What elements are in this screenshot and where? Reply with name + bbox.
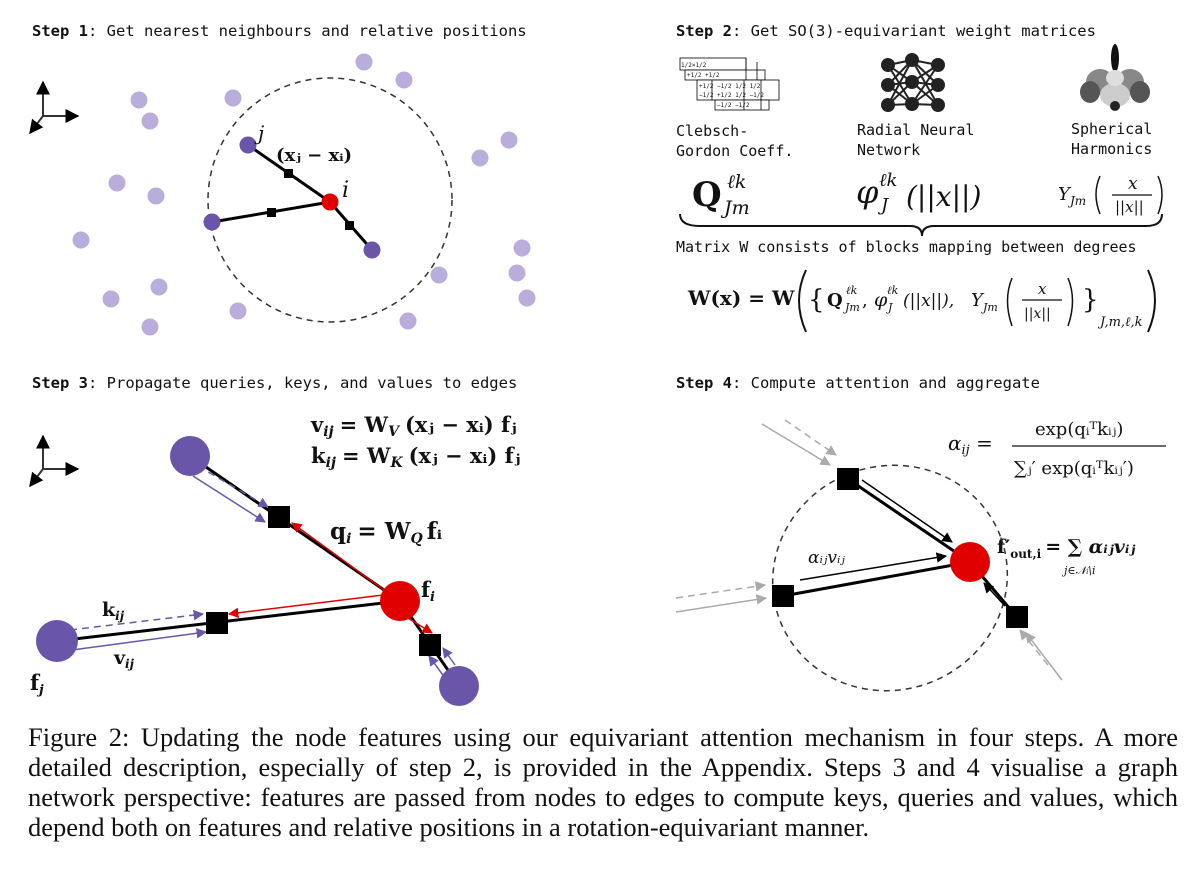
panel-step4: Step 4: Compute attention and aggregate … <box>675 374 1166 692</box>
svg-text:+1/2 +1/2: +1/2 +1/2 <box>687 72 720 79</box>
svg-text:−1/2 +1/2 1/2 −1/2: −1/2 +1/2 1/2 −1/2 <box>699 92 764 99</box>
message-arrows <box>69 465 456 679</box>
background-nodes <box>72 53 536 336</box>
spherical-harmonics-icon <box>1080 44 1150 111</box>
svg-text:αij =: αij = <box>948 431 993 458</box>
svg-text:Q: Q <box>692 175 722 215</box>
svg-text:J: J <box>877 195 890 216</box>
clebsch-gordon-table-values: 1/2×1/2 +1/2 +1/2 +1/2 −1/2 1/2 1/2 −1/2… <box>681 62 764 109</box>
svg-text:vij= WV(xⱼ − xᵢ) fⱼ: vij= WV(xⱼ − xᵢ) fⱼ <box>310 412 517 440</box>
svg-text:Y: Y <box>971 290 985 311</box>
attention-formula: αij = exp(qᵢᵀkᵢⱼ) ∑ⱼ′ exp(qᵢᵀkᵢⱼ′) <box>948 419 1166 479</box>
blocks-description: Matrix W consists of blocks mapping betw… <box>676 238 1137 256</box>
svg-text:exp(qᵢᵀkᵢⱼ): exp(qᵢᵀkᵢⱼ) <box>1035 419 1123 440</box>
svg-text:ℓk: ℓk <box>879 170 897 191</box>
panel-step2: Step 2: Get SO(3)-equivariant weight mat… <box>676 22 1163 333</box>
label-fi: fi <box>421 577 435 605</box>
node-i <box>321 193 339 211</box>
label-relative-position: (xⱼ − xᵢ) <box>276 145 352 166</box>
svg-text:J,m,ℓ,k: J,m,ℓ,k <box>1097 315 1143 330</box>
svg-text:Network: Network <box>857 141 920 159</box>
svg-text:Jm: Jm <box>1067 194 1086 208</box>
node-i <box>380 581 420 621</box>
axes-icon <box>29 434 80 488</box>
step2-heading: Step 2: Get SO(3)-equivariant weight mat… <box>676 22 1096 40</box>
svg-text:Radial Neural: Radial Neural <box>857 121 974 139</box>
w-formula: W(x) = W { Q ℓk Jm , φ ℓk J (||x||), Y J… <box>687 269 1156 333</box>
node-i <box>950 542 990 582</box>
svg-text:,: , <box>862 290 868 311</box>
incoming-edges <box>675 419 1063 681</box>
svg-text:Gordon Coeff.: Gordon Coeff. <box>676 142 793 160</box>
svg-text:(||x||),: (||x||), <box>903 291 954 311</box>
neighbour-node <box>203 213 221 231</box>
svg-text:ℓk: ℓk <box>727 171 746 193</box>
label-alpha-v: αᵢⱼvᵢⱼ <box>808 548 845 568</box>
panel-step3: Step 3: Propagate queries, keys, and val… <box>29 374 520 706</box>
neighbourhood-radius <box>207 77 453 323</box>
svg-text:x: x <box>1038 280 1047 298</box>
svg-text:||x||: ||x|| <box>1024 306 1051 322</box>
step3-heading: Step 3: Propagate queries, keys, and val… <box>32 374 517 392</box>
edge-squares <box>206 506 441 656</box>
svg-text:∑ⱼ′ exp(qᵢᵀkᵢⱼ′): ∑ⱼ′ exp(qᵢᵀkᵢⱼ′) <box>1014 458 1134 479</box>
label-vij: vij <box>113 647 135 671</box>
svg-text:(||x||): (||x||) <box>906 180 981 213</box>
svg-text:f′out,i= ∑ αᵢⱼvᵢⱼ: f′out,i= ∑ αᵢⱼvᵢⱼ <box>997 536 1136 561</box>
svg-text:Spherical: Spherical <box>1071 120 1152 138</box>
svg-text:−1/2 −1/2: −1/2 −1/2 <box>717 102 750 109</box>
svg-text:Jm: Jm <box>720 197 750 219</box>
neighbour-node <box>363 241 381 259</box>
label-fj: fj <box>30 670 44 698</box>
value-key-formulas: vij= WV(xⱼ − xᵢ) fⱼ kij= WK(xⱼ − xᵢ) fⱼ … <box>310 412 520 547</box>
node-j <box>239 136 257 154</box>
svg-text:+1/2 −1/2 1/2 1/2: +1/2 −1/2 1/2 1/2 <box>699 83 761 90</box>
svg-text:Clebsch-: Clebsch- <box>676 122 748 140</box>
svg-text:ℓk: ℓk <box>887 284 899 297</box>
step4-heading: Step 4: Compute attention and aggregate <box>676 374 1040 392</box>
figure-caption: Figure 2: Updating the node features usi… <box>28 722 1178 842</box>
aggregation-formula: f′out,i= ∑ αᵢⱼvᵢⱼ j∈𝒩ᵢ\i <box>997 536 1136 577</box>
neighbour-node <box>170 436 210 476</box>
aggregation-arrows <box>799 479 1006 607</box>
neural-network-icon <box>881 53 945 112</box>
label-kij: kij <box>102 599 125 623</box>
edge-squares <box>267 169 354 230</box>
svg-text:Q: Q <box>827 290 843 311</box>
svg-text:||x||: ||x|| <box>1115 198 1144 216</box>
component-symbols: Q ℓk Jm φ ℓk J (||x||) Y Jm x ||x|| <box>692 170 1163 219</box>
label-j: j <box>254 121 264 145</box>
svg-text:J: J <box>886 301 893 314</box>
axes-icon <box>29 80 80 135</box>
figure: Step 1: Get nearest neighbours and relat… <box>29 22 1166 706</box>
svg-text:}: } <box>1082 285 1099 315</box>
svg-text:φ: φ <box>856 173 879 211</box>
svg-text:x: x <box>1128 174 1138 194</box>
svg-text:W(x) = W: W(x) = W <box>687 286 795 310</box>
svg-text:Jm: Jm <box>981 301 998 314</box>
svg-text:Y: Y <box>1058 184 1072 205</box>
svg-text:φ: φ <box>874 289 888 311</box>
svg-text:Jm: Jm <box>843 301 860 314</box>
clebsch-gordon-table-icon <box>679 57 780 111</box>
step1-heading: Step 1: Get nearest neighbours and relat… <box>32 22 527 40</box>
svg-text:1/2×1/2: 1/2×1/2 <box>681 62 707 69</box>
svg-text:{: { <box>808 285 825 315</box>
node-j <box>36 620 78 662</box>
svg-text:j∈𝒩ᵢ\i: j∈𝒩ᵢ\i <box>1061 564 1096 577</box>
underbrace <box>679 213 1163 237</box>
svg-text:Harmonics: Harmonics <box>1071 140 1152 158</box>
svg-text:kij= WK(xⱼ − xᵢ) fⱼ: kij= WK(xⱼ − xᵢ) fⱼ <box>311 443 520 471</box>
svg-text:ℓk: ℓk <box>846 284 858 297</box>
edge-squares <box>772 468 1028 628</box>
component-labels: Clebsch- Gordon Coeff. Radial Neural Net… <box>676 120 1152 160</box>
neighbour-node <box>439 666 479 706</box>
label-i: i <box>342 178 349 203</box>
panel-step1: Step 1: Get nearest neighbours and relat… <box>29 22 536 336</box>
